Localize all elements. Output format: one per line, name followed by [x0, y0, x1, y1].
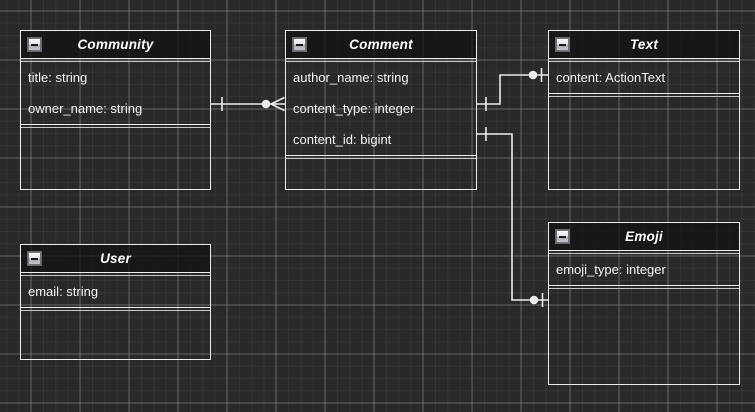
entity-header[interactable]: Comment [286, 31, 476, 59]
relationship-comment-text[interactable] [477, 68, 548, 111]
field-list: author_name: string content_type: intege… [286, 61, 476, 156]
entity-header[interactable]: Community [21, 31, 210, 59]
entity-title: Text [629, 37, 659, 52]
entity-header[interactable]: User [21, 245, 210, 273]
entity-title: User [100, 251, 131, 266]
field-row[interactable]: emoji_type: integer [556, 262, 666, 277]
relationship-line[interactable] [477, 133, 548, 301]
field-row[interactable]: content_id: bigint [293, 132, 392, 147]
entity-table-user[interactable]: User email: string [20, 244, 211, 360]
field-row[interactable]: content: ActionText [556, 70, 666, 85]
cardinality-many-crowfoot [270, 96, 285, 112]
entity-table-comment[interactable]: Comment author_name: string content_type… [285, 30, 477, 190]
entity-title: Comment [349, 37, 413, 52]
collapse-button[interactable] [556, 230, 569, 243]
entity-title: Emoji [625, 229, 663, 244]
collapse-minus-icon [296, 43, 303, 46]
entity-table-text[interactable]: Text content: ActionText [548, 30, 740, 190]
field-list: content: ActionText [549, 61, 739, 94]
field-list: email: string [21, 275, 210, 308]
relationship-community-comment[interactable] [211, 96, 285, 112]
entity-table-emoji[interactable]: Emoji emoji_type: integer [548, 222, 740, 385]
relationship-line[interactable] [477, 74, 548, 105]
entity-footer-area [286, 158, 476, 189]
field-row[interactable]: email: string [28, 284, 99, 299]
entity-footer-area [21, 310, 210, 359]
collapse-button[interactable] [556, 38, 569, 51]
entity-footer-area [21, 127, 210, 189]
field-row[interactable]: author_name: string [293, 70, 409, 85]
entity-table-community[interactable]: Community title: string owner_name: stri… [20, 30, 211, 190]
field-row[interactable]: content_type: integer [293, 101, 415, 116]
collapse-minus-icon [559, 235, 566, 238]
collapse-minus-icon [559, 43, 566, 46]
field-row[interactable]: title: string [28, 70, 88, 85]
collapse-button[interactable] [293, 38, 306, 51]
field-list: title: string owner_name: string [21, 61, 210, 125]
entity-title: Community [77, 37, 154, 52]
collapse-minus-icon [31, 43, 38, 46]
field-list: emoji_type: integer [549, 253, 739, 286]
collapse-button[interactable] [28, 252, 41, 265]
field-row[interactable]: owner_name: string [28, 101, 143, 116]
entity-footer-area [549, 288, 739, 384]
entity-footer-area [549, 96, 739, 189]
entity-header[interactable]: Emoji [549, 223, 739, 251]
collapse-button[interactable] [28, 38, 41, 51]
entity-header[interactable]: Text [549, 31, 739, 59]
relationship-comment-emoji[interactable] [477, 127, 548, 307]
collapse-minus-icon [31, 257, 38, 260]
